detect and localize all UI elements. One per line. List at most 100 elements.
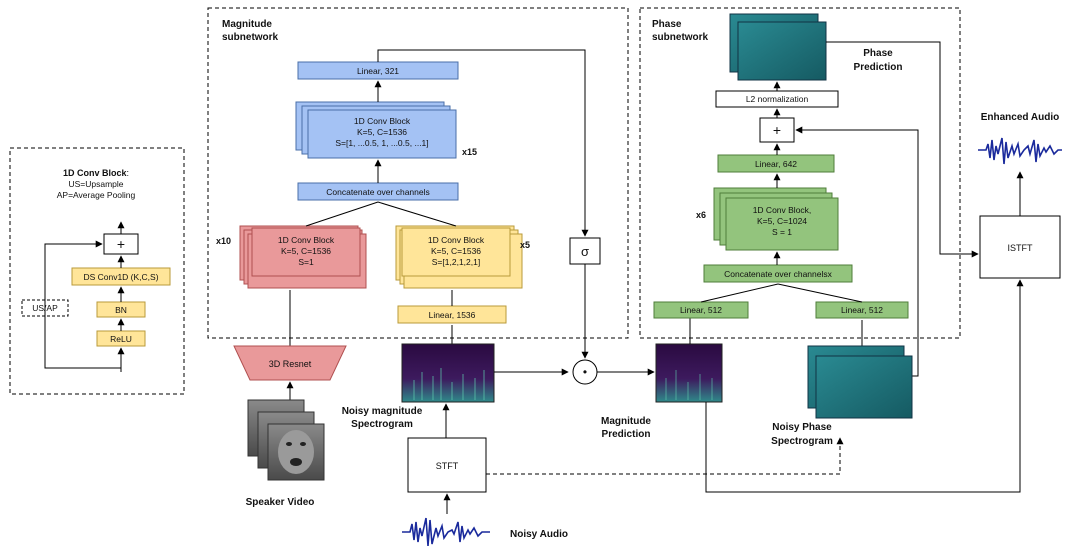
noisy-audio-label: Noisy Audio xyxy=(510,529,568,540)
noisy-audio: Noisy Audio xyxy=(400,514,568,550)
right-to-concat xyxy=(377,201,457,227)
mag-pred-spec-image xyxy=(655,343,723,403)
multiply-node: • xyxy=(572,359,655,385)
legend-ds-conv-label: DS Conv1D (K,C,S) xyxy=(83,272,158,282)
legend-plus: + xyxy=(117,236,125,252)
mag-conv-left-l3: S=1 xyxy=(298,257,314,267)
noisy-phase-front xyxy=(815,355,913,419)
magnitude-prediction: Magnitude Prediction xyxy=(601,279,1024,493)
stft-to-noisy-phase xyxy=(486,437,844,475)
noisy-audio-wave xyxy=(402,517,490,547)
mag-conv-block-left xyxy=(251,227,361,277)
phase-add-node xyxy=(759,117,795,143)
stft-label: STFT xyxy=(436,461,459,471)
phase-pred-label-2: Prediction xyxy=(854,62,903,73)
phase-conv-l1: 1D Conv Block, xyxy=(753,205,812,215)
mag-linear-321-label: Linear, 321 xyxy=(357,66,399,76)
phase-title-1: Phase xyxy=(652,19,682,30)
l2-norm-label: L2 normalization xyxy=(746,94,809,104)
legend-title-colon: : xyxy=(127,168,130,178)
legend-border xyxy=(9,147,185,395)
magpred-to-istft xyxy=(705,279,1024,493)
noisy-mag-label-1: Noisy magnitude xyxy=(342,406,423,417)
linearleft-to-concat xyxy=(700,283,779,303)
noisy-mag-label-2: Spectrogram xyxy=(351,419,413,430)
magnitude-title-1: Magnitude xyxy=(222,19,272,30)
mag-conv-right-l2: K=5, C=1536 xyxy=(431,246,481,256)
phase-pred-front xyxy=(737,21,827,81)
mag-repeat-right: x5 xyxy=(520,240,530,250)
phase-linear-512-left-label: Linear, 512 xyxy=(680,305,722,315)
mag-conv-left-l2: K=5, C=1536 xyxy=(281,246,331,256)
face-oval xyxy=(278,430,314,474)
phase-repeat: x6 xyxy=(696,210,706,220)
phase-linear-642-label: Linear, 642 xyxy=(755,159,797,169)
istft-label: ISTFT xyxy=(1008,243,1033,253)
resnet-block: 3D Resnet xyxy=(233,345,347,400)
mag-conv-left-l1: 1D Conv Block xyxy=(278,235,335,245)
legend-title: 1D Conv Block xyxy=(63,168,128,178)
multiply-symbol: • xyxy=(583,365,587,379)
magnitude-subnetwork: Magnitude subnetwork Linear, 321 1D Conv… xyxy=(207,7,629,339)
legend-bn-label: BN xyxy=(115,305,127,315)
resnet-label: 3D Resnet xyxy=(269,359,312,369)
noisy-mag-spec-streaks xyxy=(413,368,485,400)
noisy-mag-spec-image xyxy=(401,343,495,403)
magnitude-connectors xyxy=(289,49,589,359)
mag-conv-main-l2: K=5, C=1536 xyxy=(357,127,407,137)
phasepred-to-istft xyxy=(826,41,979,258)
stft-block: STFT xyxy=(407,437,844,514)
istft-box xyxy=(979,215,1061,279)
phase-pred-label-1: Phase xyxy=(863,48,893,59)
mag-concat-label: Concatenate over channels xyxy=(326,187,430,197)
mag-conv-block-right xyxy=(401,227,511,277)
phase-subnetwork: Phase subnetwork Phase Prediction L2 nor… xyxy=(639,7,961,339)
legend-panel: 1D Conv Block: US=Upsample AP=Average Po… xyxy=(9,147,185,395)
phase-linear-512-right-label: Linear, 512 xyxy=(841,305,883,315)
mag-linear-1536-label: Linear, 1536 xyxy=(429,310,476,320)
phase-conv-l2: K=5, C=1024 xyxy=(757,216,807,226)
phase-plus: + xyxy=(773,122,781,138)
speaker-video-label: Speaker Video xyxy=(246,497,315,508)
mag-conv-main-l3: S=[1, ...0.5, 1, ...0.5, ...1] xyxy=(335,138,428,148)
left-to-concat xyxy=(305,201,379,227)
phase-concat-label: Concatenate over channelsx xyxy=(724,269,832,279)
resnet-shape xyxy=(233,345,347,381)
linearright-to-concat xyxy=(777,283,863,303)
legend-us: US=Upsample xyxy=(68,179,123,189)
linear321-to-sigma xyxy=(377,49,589,237)
noisy-phase-label-1: Noisy Phase xyxy=(772,422,832,433)
noisyphase-to-plus xyxy=(795,126,919,377)
phase-border xyxy=(639,7,961,339)
noisy-phase-spectrogram: Noisy Phase Spectrogram xyxy=(771,345,913,447)
enhanced-audio-label: Enhanced Audio xyxy=(981,112,1060,123)
magnitude-title-2: subnetwork xyxy=(222,32,279,43)
magnitude-border xyxy=(207,7,629,339)
legend-skip-arrow xyxy=(44,240,121,369)
enhanced-audio-wave xyxy=(978,137,1062,165)
noisy-mag-spectrogram: Noisy magnitude Spectrogram xyxy=(342,343,569,438)
phase-linear-642 xyxy=(717,154,835,173)
face-mouth xyxy=(290,458,302,466)
mag-pred-streaks xyxy=(665,370,713,400)
legend-title-row: 1D Conv Block: xyxy=(63,168,129,178)
output-section: Enhanced Audio ISTFT xyxy=(976,112,1064,279)
mag-repeat-left: x10 xyxy=(216,236,231,246)
mag-conv-right-l1: 1D Conv Block xyxy=(428,235,485,245)
mag-conv-main-l1: 1D Conv Block xyxy=(354,116,411,126)
noisy-phase-label-2: Spectrogram xyxy=(771,436,833,447)
face-eye-left xyxy=(286,442,292,446)
mag-pred-label-1: Magnitude xyxy=(601,416,651,427)
sigma-label: σ xyxy=(581,244,589,259)
phase-concat xyxy=(703,264,853,283)
mag-pred-label-2: Prediction xyxy=(602,429,651,440)
stft-box xyxy=(407,437,487,493)
phase-connectors xyxy=(700,41,979,377)
phase-conv-block xyxy=(725,197,839,251)
mag-repeat-main: x15 xyxy=(462,147,477,157)
face-eye-right xyxy=(300,442,306,446)
mag-conv-block-main xyxy=(307,109,457,159)
phase-title-2: subnetwork xyxy=(652,32,709,43)
legend-ap: AP=Average Pooling xyxy=(57,190,136,200)
